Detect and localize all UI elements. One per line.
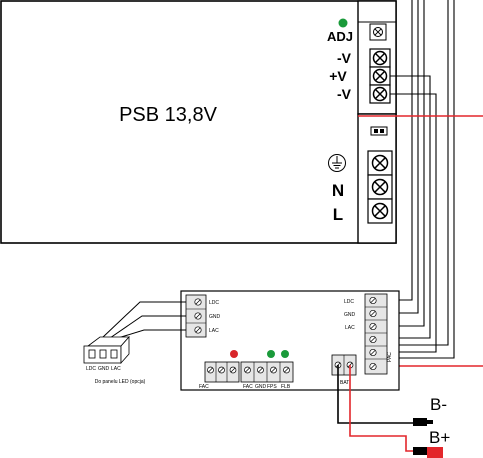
- psu-aux-connector: [370, 126, 388, 136]
- led-panel-caption: Do panelu LED (opcja): [95, 379, 146, 385]
- module-left-label-ldc: LDC: [209, 300, 219, 306]
- bottom-label-gnd: GND: [255, 384, 267, 390]
- module-right-terminal-block: [364, 293, 388, 375]
- terminal-label-minus-v-2: -V: [337, 86, 352, 102]
- module-bottom-terminals-signal: [240, 361, 294, 383]
- bottom-label-fps: FPS: [267, 384, 277, 390]
- led-wire-1: [101, 301, 186, 339]
- led-pin-label-gnd: GND: [98, 366, 110, 372]
- battery-minus-label: B-: [430, 395, 447, 414]
- module-led-green-2: [281, 350, 289, 358]
- module-bat-terminal: [331, 354, 357, 376]
- module-left-label-gnd: GND: [209, 314, 221, 320]
- led-wire-3: [117, 329, 186, 339]
- output-terminal-plus-v[interactable]: [369, 66, 391, 86]
- wire-black-4: [390, 0, 449, 346]
- mains-terminal-pe[interactable]: [367, 150, 393, 176]
- ground-icon: [328, 154, 346, 172]
- battery-clip-minus: [413, 418, 427, 426]
- mains-terminal-l[interactable]: [367, 198, 393, 224]
- power-supply-unit: PSB 13,8V ADJ -V +V -V: [0, 0, 397, 244]
- wire-plus-v: [390, 75, 431, 339]
- psu-enclosure: [0, 0, 397, 244]
- module-left-terminal-block: [185, 294, 207, 338]
- battery-clip-plus-red: [427, 447, 443, 458]
- battery-plus-label: B+: [429, 428, 450, 447]
- terminal-label-minus-v-1: -V: [337, 50, 352, 66]
- wire-black-5: [390, 0, 455, 359]
- connector-housing-side: [120, 335, 130, 365]
- adj-label: ADJ: [327, 29, 353, 44]
- bottom-label-fac-2: FAC: [243, 384, 253, 390]
- output-terminal-minus-v-1[interactable]: [369, 48, 391, 68]
- battery-clip-minus-tip: [427, 420, 433, 424]
- battery-wiring: B- B+: [337, 365, 450, 458]
- module-led-green-1: [267, 350, 275, 358]
- battery-wire-black: [337, 365, 414, 424]
- adj-screw-slot-b: [374, 28, 382, 36]
- bat-label: BAT: [340, 380, 349, 386]
- psu-status-led: [338, 18, 348, 28]
- bottom-label-flb: FLB: [281, 384, 291, 390]
- terminal-label-plus-v: +V: [329, 68, 347, 84]
- output-terminal-minus-v-2[interactable]: [369, 84, 391, 104]
- wire-red-psu: [358, 115, 483, 367]
- battery-clip-plus: [413, 447, 427, 455]
- mains-terminal-n[interactable]: [367, 174, 393, 200]
- module-right-label-ldc: LDC: [344, 299, 354, 305]
- psu-title: PSB 13,8V: [119, 104, 218, 126]
- module-bottom-terminals-fac: [204, 361, 240, 383]
- wire-minus-v: [390, 93, 437, 353]
- module-vertical-label: PAC: [387, 352, 393, 362]
- module-board: LDC GND LAC LDC GND LAC PAC: [180, 290, 400, 391]
- wire-black-3: [390, 0, 425, 327]
- module-left-label-lac: LAC: [209, 328, 219, 334]
- led-pin-label-lac: LAC: [111, 366, 121, 372]
- module-led-red: [230, 350, 238, 358]
- terminal-label-l: L: [333, 205, 343, 224]
- module-right-label-gnd: GND: [344, 312, 356, 318]
- module-right-label-lac: LAC: [345, 325, 355, 331]
- battery-wire-red: [349, 365, 414, 452]
- led-pin-label-ldc: LDC: [86, 366, 96, 372]
- led-wire-2: [109, 315, 186, 339]
- led-panel-connector: LDC GND LAC Do panelu LED (opcja): [83, 301, 186, 385]
- terminal-label-n: N: [332, 181, 344, 200]
- bottom-label-fac-1: FAC: [199, 384, 209, 390]
